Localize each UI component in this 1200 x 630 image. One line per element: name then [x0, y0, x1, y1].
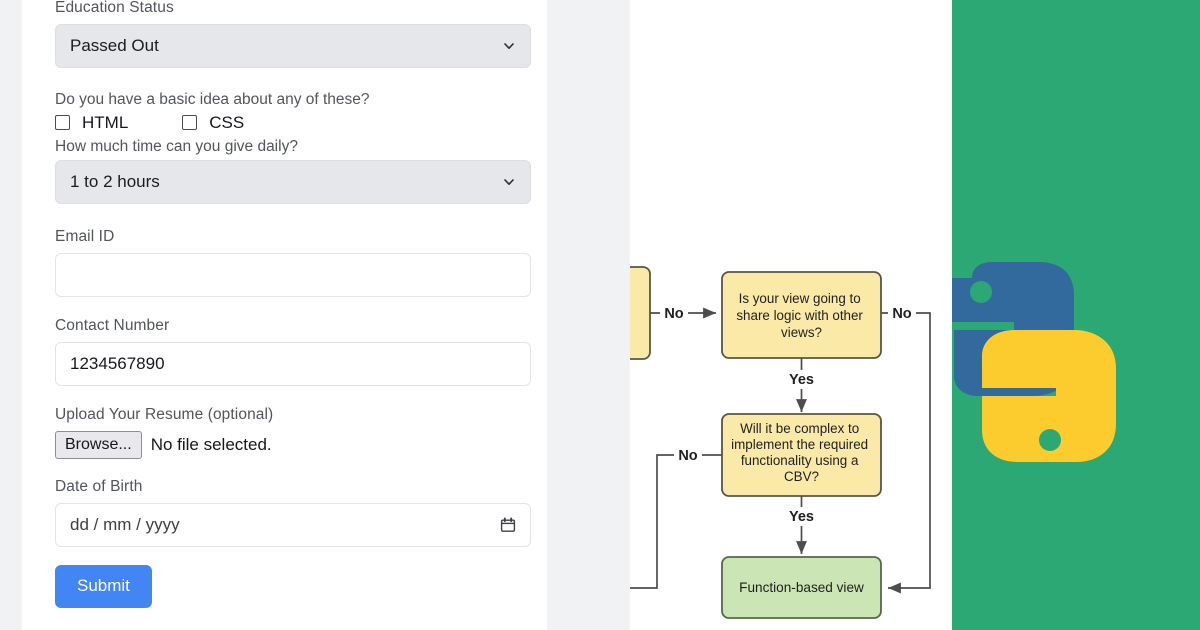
- flow-node-complex-cbv-text: Will it be complex to implement the requ…: [731, 421, 872, 484]
- checkbox-css[interactable]: [182, 115, 198, 131]
- flow-node-share-logic-text: Is your view going to share logic with o…: [736, 291, 866, 340]
- skills-checkbox-group: HTML CSS: [55, 113, 514, 133]
- form-card: Education Status Passed Out Do you have …: [22, 0, 547, 630]
- education-status-select[interactable]: Passed Out: [55, 23, 531, 68]
- resume-label: Upload Your Resume (optional): [55, 405, 274, 423]
- checkbox-html[interactable]: [55, 115, 70, 131]
- contact-label: Contact Number: [55, 316, 170, 334]
- flow-node-fbv-text: Function-based view: [739, 580, 864, 595]
- flow-node-fbv: [721, 556, 882, 619]
- flow-label-share-no: No: [892, 306, 911, 322]
- flow-label-share-yes: Yes: [789, 372, 814, 388]
- file-status-text: No file selected.: [150, 434, 272, 454]
- skills-question-label: Do you have a basic idea about any of th…: [55, 90, 370, 108]
- flow-label-complex-no: No: [678, 448, 697, 464]
- education-status-label: Education Status: [55, 0, 174, 16]
- flow-label-partial-no: No: [664, 306, 683, 322]
- contact-input[interactable]: 1234567890: [55, 341, 531, 386]
- checkbox-html-label: HTML: [82, 112, 129, 132]
- flow-label-complex-yes: Yes: [789, 509, 814, 525]
- daily-time-select[interactable]: 1 to 2 hours: [55, 159, 531, 204]
- checkbox-css-label: CSS: [209, 112, 245, 132]
- python-yellow-body: [982, 330, 1116, 462]
- contact-value: 1234567890: [70, 353, 165, 373]
- checkbox-item-html[interactable]: HTML: [55, 113, 128, 133]
- education-status-value: Passed Out: [70, 35, 159, 55]
- resume-file-row: Browse... No file selected.: [55, 430, 514, 460]
- flow-node-clipped: [630, 266, 651, 360]
- daily-time-label: How much time can you give daily?: [55, 137, 298, 155]
- chevron-down-icon: [502, 39, 516, 53]
- python-logo-panel: [952, 0, 1200, 630]
- submit-button[interactable]: Submit: [55, 565, 152, 609]
- flowchart-panel: No Is your view going to share logic wit…: [630, 0, 952, 630]
- email-label: Email ID: [55, 227, 115, 245]
- python-blue-eye: [970, 281, 992, 303]
- flow-edge-complex-no: [630, 454, 722, 589]
- checkbox-item-css[interactable]: CSS: [182, 113, 244, 133]
- flow-edge-share-no: [881, 312, 931, 594]
- dob-placeholder: dd / mm / yyyy: [70, 515, 180, 535]
- chevron-down-icon: [502, 175, 516, 189]
- calendar-icon[interactable]: [500, 517, 516, 533]
- flowchart-diagram: No Is your view going to share logic wit…: [630, 266, 931, 619]
- python-logo-icon: [952, 0, 1200, 630]
- email-input[interactable]: [55, 252, 531, 297]
- form-panel: Education Status Passed Out Do you have …: [0, 0, 570, 630]
- panel-divider: [570, 0, 630, 630]
- dob-label: Date of Birth: [55, 478, 143, 496]
- python-yellow-eye: [1039, 429, 1061, 451]
- browse-button[interactable]: Browse...: [55, 430, 142, 460]
- dob-input[interactable]: dd / mm / yyyy: [55, 503, 531, 548]
- daily-time-value: 1 to 2 hours: [70, 171, 160, 191]
